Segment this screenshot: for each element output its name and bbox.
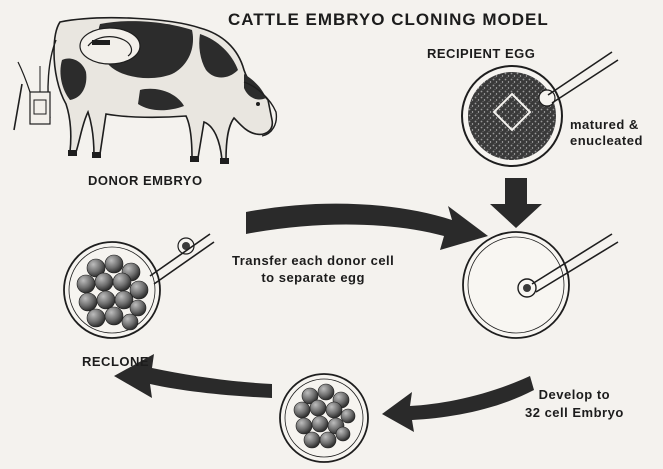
transfer-label: Transfer each donor cell to separate egg [232, 252, 394, 286]
develop-line-2: 32 cell Embryo [525, 404, 624, 422]
donor-embryo-cluster-icon [64, 238, 194, 338]
enucleated-egg-icon [463, 232, 569, 338]
curved-arrow-icon [246, 204, 488, 250]
matured-line-2: enucleated [570, 133, 643, 149]
transfer-line-2: to separate egg [232, 269, 394, 286]
curved-arrow-icon [382, 376, 534, 432]
reclone-label: RECLONE [82, 354, 149, 369]
cow-illustration [14, 18, 276, 164]
develop-line-1: Develop to [525, 386, 624, 404]
donor-embryo-label: DONOR EMBRYO [88, 173, 203, 188]
matured-enucleated-label: matured & enucleated [570, 117, 643, 149]
diagram-title: CATTLE EMBRYO CLONING MODEL [228, 10, 549, 30]
transfer-line-1: Transfer each donor cell [232, 252, 394, 269]
developed-embryo-icon [280, 374, 368, 462]
develop-label: Develop to 32 cell Embryo [525, 386, 624, 422]
recipient-egg-icon [462, 66, 562, 166]
down-arrow-icon [490, 178, 542, 228]
recipient-egg-label: RECIPIENT EGG [427, 46, 535, 61]
matured-line-1: matured & [570, 117, 643, 133]
